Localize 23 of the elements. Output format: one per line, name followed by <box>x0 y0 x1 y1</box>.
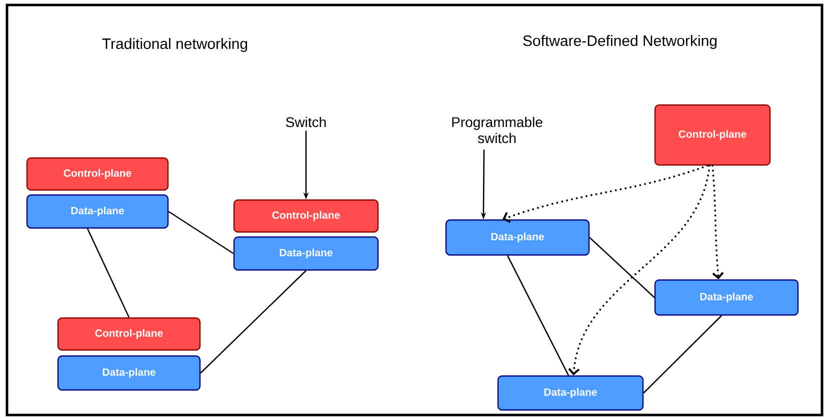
data-plane-box: Data-plane <box>57 355 201 391</box>
connector-line <box>589 237 655 298</box>
data-plane-box: Data-plane <box>497 375 644 411</box>
data-plane-box: Data-plane <box>445 219 590 256</box>
pointer-label: Programmable switch <box>452 116 542 144</box>
heading: Traditional networking <box>102 38 248 52</box>
dotted-arrow <box>712 164 724 280</box>
connector-line <box>643 315 722 394</box>
data-plane-box: Data-plane <box>654 279 799 316</box>
control-plane-box: Control-plane <box>26 157 169 191</box>
connector-line <box>506 255 570 376</box>
data-plane-box: Data-plane <box>233 236 379 271</box>
control-plane-box: Control-plane <box>654 104 771 166</box>
connector-line <box>200 270 306 374</box>
connector-line <box>168 210 234 254</box>
data-plane-box: Data-plane <box>26 194 169 229</box>
connector-line <box>86 228 130 318</box>
pointer-label: Switch <box>286 116 326 128</box>
heading: Software-Defined Networking <box>523 35 717 49</box>
control-plane-box: Control-plane <box>57 317 201 351</box>
control-plane-box: Control-plane <box>233 199 379 233</box>
dotted-arrow <box>502 164 708 223</box>
dotted-arrow <box>568 164 710 376</box>
